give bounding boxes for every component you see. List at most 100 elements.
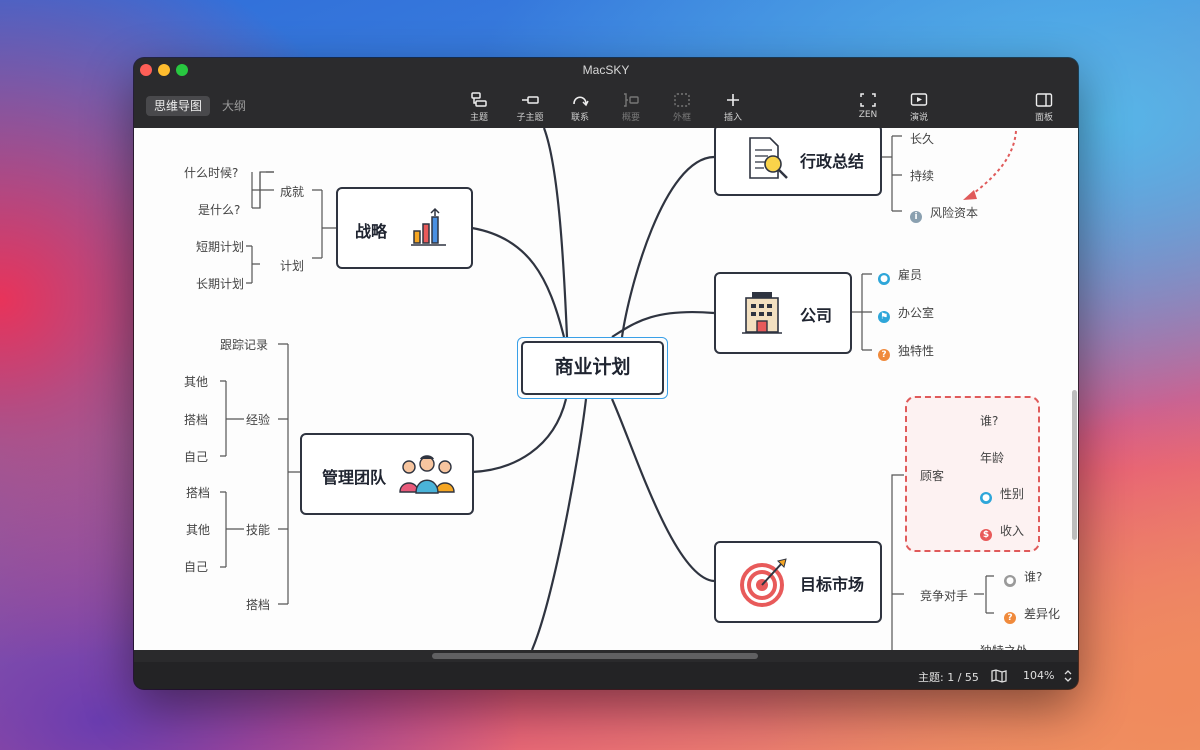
leaf-competitor-who[interactable]: ●谁? <box>1004 568 1042 587</box>
leaf-income-label: 收入 <box>1000 524 1025 538</box>
central-topic-label: 商业计划 <box>554 356 631 378</box>
topic-team[interactable]: 管理团队 <box>300 433 474 515</box>
zen-button[interactable]: ZEN <box>848 92 888 120</box>
panel-label: 面板 <box>1034 113 1053 123</box>
leaf-uniqueness[interactable]: ? 独特性 <box>878 342 934 361</box>
present-label: 演说 <box>909 113 928 123</box>
leaf-when[interactable]: 什么时候? <box>184 166 239 180</box>
leaf-partner-bottom[interactable]: 搭档 <box>246 598 271 612</box>
relation-icon <box>573 96 589 107</box>
panel-icon <box>1035 93 1053 107</box>
topic-icon <box>471 92 487 107</box>
subtopic-label: 子主题 <box>516 113 544 123</box>
fullscreen-icon <box>860 93 876 107</box>
leaf-long-lasting[interactable]: 长久 <box>910 132 935 146</box>
leaf-uniqueness-label: 独特性 <box>898 344 935 358</box>
minimize-window-button[interactable] <box>158 64 170 76</box>
topic-market-label: 目标市场 <box>800 575 865 594</box>
close-window-button[interactable] <box>140 64 152 76</box>
leaf-plan[interactable]: 计划 <box>280 259 305 273</box>
leaf-experience[interactable]: 经验 <box>246 413 271 427</box>
leaf-cutoff[interactable]: 独特之处 <box>980 642 1028 650</box>
topic-strategy[interactable]: 战略 <box>336 187 473 269</box>
connector-lines <box>471 128 715 650</box>
leaf-skill-other[interactable]: 其他 <box>186 523 211 537</box>
map-icon[interactable] <box>991 669 1007 683</box>
leaf-achievement[interactable]: 成就 <box>280 185 305 199</box>
plus-icon <box>727 94 739 106</box>
dollar-icon: $ <box>980 529 992 541</box>
relationship-arrow <box>963 130 1017 200</box>
leaf-continuous[interactable]: 持续 <box>910 169 935 183</box>
summary-label: 概要 <box>621 113 640 123</box>
document-search-icon <box>749 137 788 179</box>
leaf-exp-other[interactable]: 其他 <box>184 375 209 389</box>
leaf-long-term[interactable]: 长期计划 <box>196 277 245 291</box>
status-bar: 主题: 1 / 55 104% <box>134 662 1078 689</box>
leaf-gender[interactable]: ● 性别 <box>980 485 1024 504</box>
zen-label: ZEN <box>858 110 878 120</box>
leaf-venture-capital-label: 风险资本 <box>930 206 979 220</box>
leaf-differentiation-label: 差异化 <box>1024 607 1061 621</box>
leaf-skills[interactable]: 技能 <box>246 523 271 537</box>
insert-button[interactable]: 插入 <box>713 92 753 123</box>
titlebar: MacSKY 思维导图 大纲 主题 子主题 联系 概要 外框 插入 <box>134 58 1078 128</box>
leaf-track-record[interactable]: 跟踪记录 <box>220 338 269 352</box>
bar-chart-icon <box>411 207 446 246</box>
leaf-customer-who[interactable]: 谁? <box>980 414 999 428</box>
leaf-age[interactable]: 年龄 <box>980 451 1005 465</box>
topic-button[interactable]: 主题 <box>459 92 499 123</box>
leaf-exp-partner[interactable]: 搭档 <box>184 413 209 427</box>
boundary-button[interactable]: 外框 <box>662 92 702 123</box>
person-icon: ● <box>980 492 992 504</box>
hotel-building-icon <box>742 292 782 334</box>
topic-admin-label: 行政总结 <box>800 152 865 171</box>
boundary-label: 外框 <box>672 113 691 123</box>
leaf-lines <box>220 135 994 650</box>
leaf-differentiation[interactable]: ?差异化 <box>1004 605 1060 624</box>
leaf-exp-self[interactable]: 自己 <box>184 450 209 464</box>
topic-company[interactable]: 公司 <box>714 272 852 354</box>
zoom-level[interactable]: 104% <box>1023 669 1055 682</box>
topic-label: 主题 <box>469 113 488 123</box>
question-icon: ? <box>878 349 890 361</box>
central-topic[interactable]: 商业计划 <box>517 337 668 399</box>
leaf-gender-label: 性别 <box>1000 487 1025 501</box>
relation-button[interactable]: 联系 <box>560 92 600 123</box>
leaf-customer[interactable]: 顾客 <box>920 469 945 483</box>
play-icon <box>910 93 928 106</box>
vertical-scrollbar[interactable] <box>1070 128 1078 650</box>
leaf-skill-self[interactable]: 自己 <box>184 560 209 574</box>
info-icon: i <box>910 211 922 223</box>
subtopic-button[interactable]: 子主题 <box>510 92 550 123</box>
leaf-short-term[interactable]: 短期计划 <box>196 240 245 254</box>
target-icon <box>740 558 787 607</box>
topic-strategy-label: 战略 <box>355 222 388 241</box>
tab-outline[interactable]: 大纲 <box>222 99 247 113</box>
vertical-scroll-thumb[interactable] <box>1072 390 1077 540</box>
leaf-office[interactable]: ⚑办公室 <box>878 304 934 323</box>
app-window: MacSKY 思维导图 大纲 主题 子主题 联系 概要 外框 插入 <box>134 58 1078 689</box>
leaf-employees[interactable]: ●雇员 <box>878 266 922 285</box>
summary-icon <box>624 93 639 107</box>
topic-target-market[interactable]: 目标市场 <box>714 541 882 623</box>
present-button[interactable]: 演说 <box>899 92 939 123</box>
panel-button[interactable]: 面板 <box>1024 92 1064 123</box>
leaf-venture-capital[interactable]: i 风险资本 <box>910 204 978 223</box>
leaf-competitor[interactable]: 竞争对手 <box>920 589 969 603</box>
summary-button[interactable]: 概要 <box>611 92 651 123</box>
tab-mindmap[interactable]: 思维导图 <box>146 96 211 116</box>
leaf-skill-partner[interactable]: 搭档 <box>186 486 211 500</box>
insert-label: 插入 <box>723 113 742 123</box>
person-icon: ● <box>878 273 890 285</box>
leaf-income[interactable]: $ 收入 <box>980 522 1024 541</box>
topic-admin-summary[interactable]: 行政总结 <box>714 128 882 196</box>
horizontal-scroll-thumb[interactable] <box>432 653 758 659</box>
zoom-window-button[interactable] <box>176 64 188 76</box>
mindmap-canvas[interactable]: 商业计划 战略 管理团队 <box>134 128 1070 650</box>
horizontal-scrollbar[interactable] <box>134 650 1078 662</box>
people-icon <box>399 455 455 494</box>
customer-boundary[interactable] <box>905 396 1040 552</box>
zoom-stepper-icon[interactable] <box>1063 668 1073 684</box>
leaf-what[interactable]: 是什么? <box>198 203 241 217</box>
